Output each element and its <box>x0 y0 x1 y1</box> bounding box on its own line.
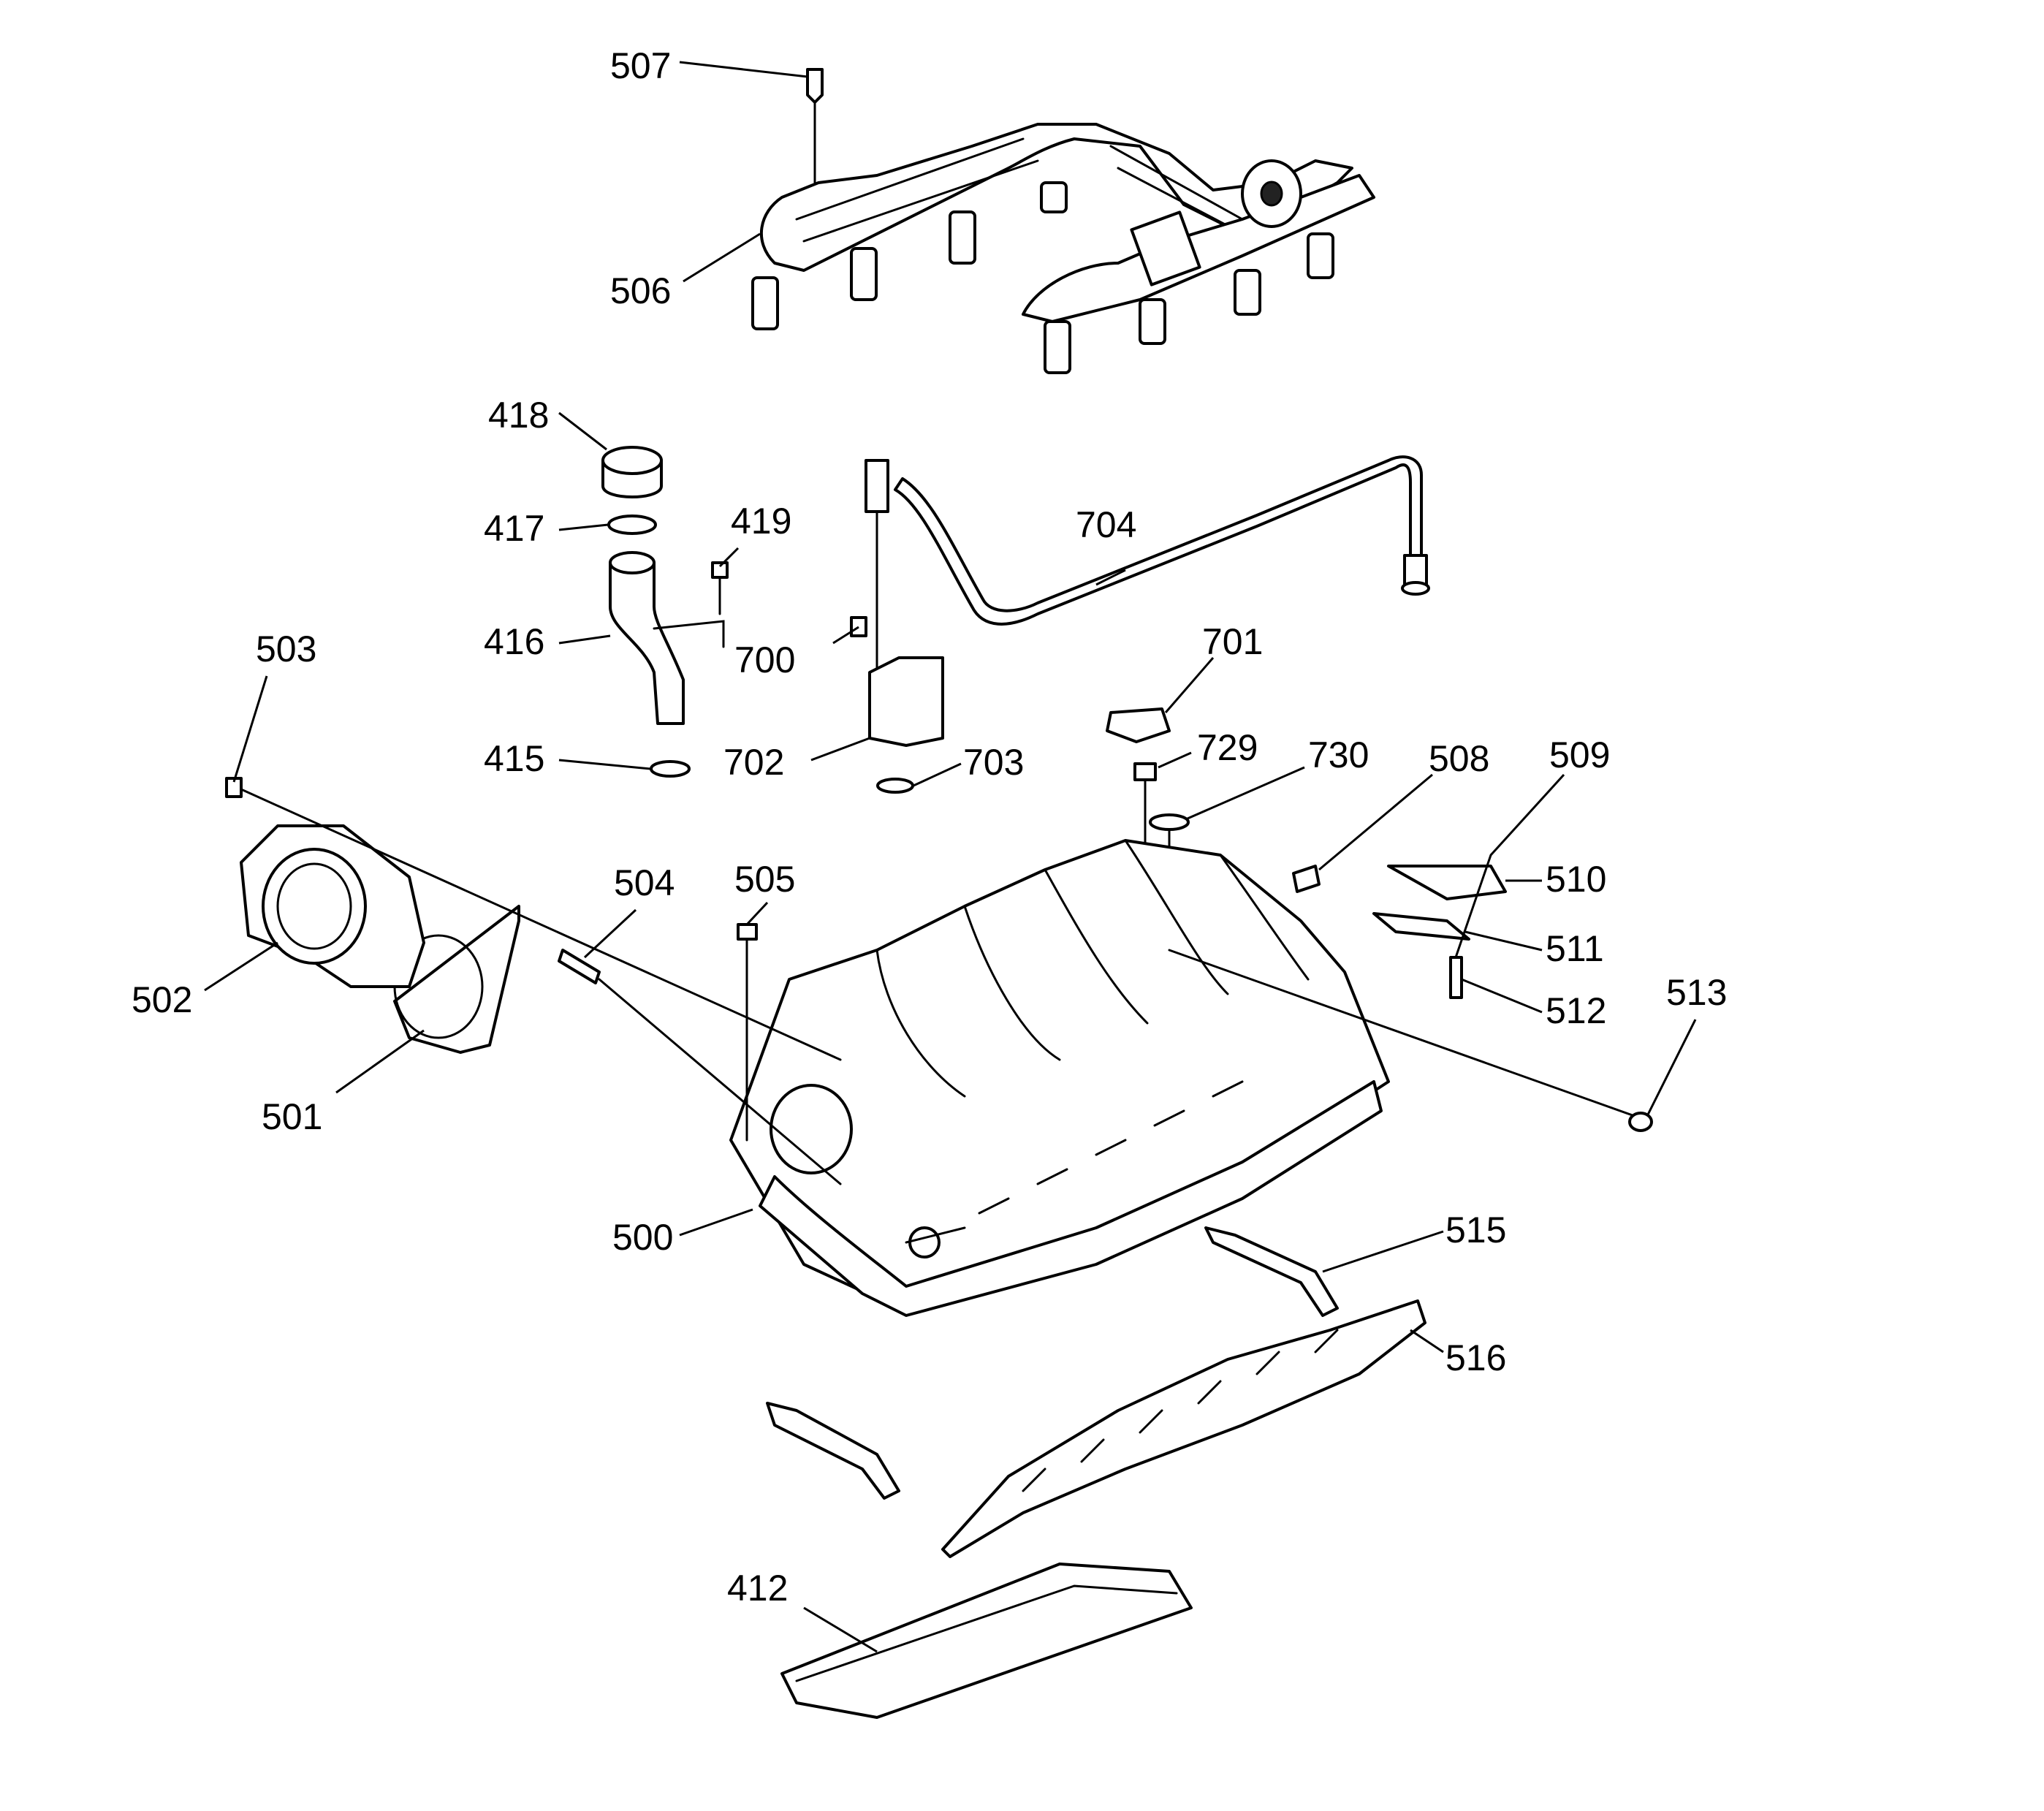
callout-506: 506 <box>610 270 671 311</box>
callout-415: 415 <box>484 738 544 779</box>
bracket-510 <box>1387 865 1507 900</box>
sensor-seal <box>1133 762 1157 781</box>
cap-seal-ring <box>607 515 657 535</box>
fuel-rail-assembly <box>751 68 1375 374</box>
valley-cover <box>780 1563 1193 1719</box>
callout-511: 511 <box>1546 928 1604 969</box>
stud-512 <box>1449 956 1463 999</box>
manifold-gasket <box>941 1299 1426 1558</box>
callout-418: 418 <box>488 395 549 436</box>
throttle-bolt-505 <box>737 923 758 941</box>
fitting-508 <box>1292 865 1321 893</box>
callout-730: 730 <box>1308 734 1369 775</box>
small-hardware <box>1168 854 1653 1132</box>
sensor-grommet <box>1149 813 1190 831</box>
callout-700: 700 <box>734 639 795 680</box>
purge-solenoid <box>868 656 944 747</box>
throttle-body-gasket <box>393 905 520 1054</box>
oil-fill-tube <box>609 561 685 725</box>
callout-419: 419 <box>731 501 791 542</box>
callout-703: 703 <box>963 742 1024 783</box>
evap-pipe <box>894 455 1423 626</box>
lower-parts <box>766 1226 1426 1558</box>
callout-702: 702 <box>723 742 784 783</box>
callout-504: 504 <box>614 862 675 903</box>
schrader-valve <box>806 68 824 104</box>
callout-507: 507 <box>610 45 671 86</box>
callout-704: 704 <box>1076 504 1136 545</box>
callout-729: 729 <box>1197 727 1258 768</box>
callout-503: 503 <box>256 629 316 669</box>
callout-513: 513 <box>1666 972 1727 1013</box>
callout-512: 512 <box>1546 990 1606 1031</box>
bracket-511 <box>1372 912 1470 941</box>
leader-lines <box>204 61 1697 1653</box>
solenoid-bolt <box>850 616 867 637</box>
callout-502: 502 <box>132 979 192 1020</box>
callout-417: 417 <box>484 508 544 549</box>
callout-516: 516 <box>1445 1337 1506 1378</box>
map-sensor <box>1106 707 1171 743</box>
callout-701: 701 <box>1202 621 1263 662</box>
callout-510: 510 <box>1546 859 1606 900</box>
throttle-body-assembly <box>225 777 842 1185</box>
callout-labels: 507 506 418 417 419 416 415 704 700 702 … <box>132 45 1727 1609</box>
throttle-body-flange-port <box>770 1084 853 1174</box>
callout-509: 509 <box>1549 734 1610 775</box>
throttle-stud-503 <box>225 777 243 798</box>
bracket-lower <box>766 1402 900 1500</box>
callout-515: 515 <box>1445 1210 1506 1250</box>
callout-501: 501 <box>262 1096 322 1137</box>
callout-416: 416 <box>484 621 544 662</box>
oil-fill-assembly <box>601 446 729 778</box>
fuel-injector-set <box>751 181 1334 374</box>
callout-505: 505 <box>734 859 795 900</box>
callout-500: 500 <box>612 1217 673 1258</box>
tube-seal-ring <box>650 760 691 778</box>
intake-manifold <box>729 839 1390 1317</box>
evap-assembly <box>850 455 1430 794</box>
throttle-stud-504 <box>558 949 601 984</box>
cap-513 <box>1628 1112 1653 1132</box>
callout-412: 412 <box>727 1568 788 1609</box>
bracket-515 <box>1204 1226 1339 1317</box>
callout-508: 508 <box>1429 738 1489 779</box>
solenoid-seal <box>876 778 914 794</box>
